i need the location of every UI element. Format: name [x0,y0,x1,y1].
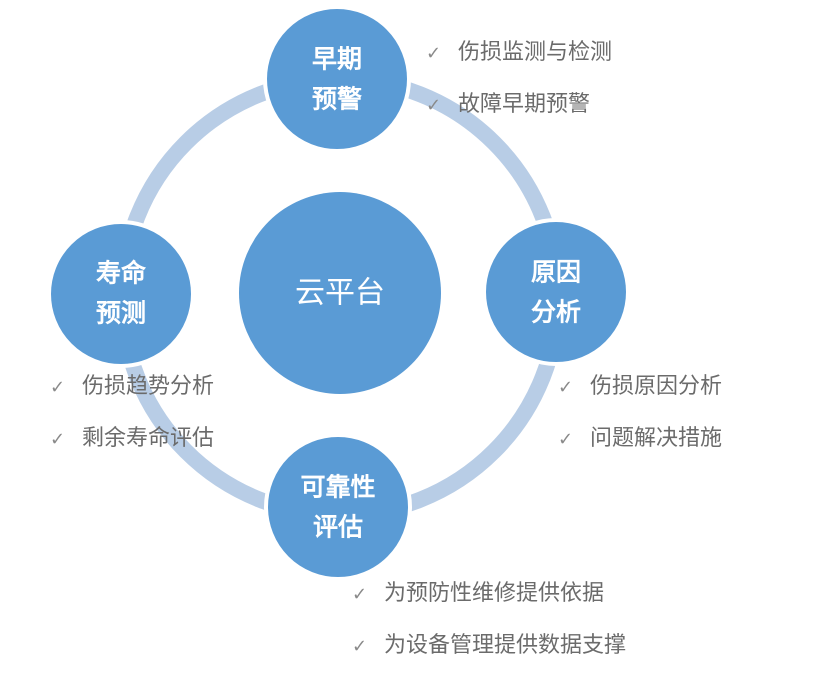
list-item: ✓ 为设备管理提供数据支撑 [352,620,626,672]
node-early-warning-line1: 早期 [312,45,362,74]
node-reliability-assessment-line1: 可靠性 [300,473,375,502]
list-item: ✓ 伤损原因分析 [558,361,722,413]
node-cause-analysis-line1: 原因 [531,258,581,287]
list-item-text: 伤损监测与检测 [458,40,613,65]
check-icon: ✓ [426,43,442,64]
check-icon: ✓ [50,377,66,398]
life-prediction-list: ✓ 伤损趋势分析 ✓ 剩余寿命评估 [50,361,214,465]
list-item-text: 为设备管理提供数据支撑 [384,633,627,658]
reliability-assessment-list: ✓ 为预防性维修提供依据 ✓ 为设备管理提供数据支撑 [352,568,626,672]
node-early-warning: 早期 预警 [263,5,411,153]
node-life-prediction-line1: 寿命 [96,259,147,288]
list-item: ✓ 问题解决措施 [558,413,722,465]
node-early-warning-line2: 预警 [312,85,362,114]
check-icon: ✓ [558,429,574,450]
check-icon: ✓ [558,377,574,398]
node-reliability-assessment-circle [264,433,412,581]
check-icon: ✓ [426,95,442,116]
list-item: ✓ 伤损监测与检测 [426,27,612,79]
center-circle [239,192,441,394]
list-item-text: 为预防性维修提供依据 [384,581,605,606]
list-item: ✓ 为预防性维修提供依据 [352,568,626,620]
node-reliability-assessment-line2: 评估 [313,513,363,542]
early-warning-list: ✓ 伤损监测与检测 ✓ 故障早期预警 [426,27,612,131]
center-label: 云平台 [295,276,385,311]
list-item: ✓ 剩余寿命评估 [50,413,214,465]
node-life-prediction-circle [47,220,195,368]
list-item-text: 问题解决措施 [590,426,723,451]
list-item-text: 故障早期预警 [458,92,591,117]
list-item-text: 伤损趋势分析 [82,374,215,399]
node-reliability-assessment: 可靠性 评估 [264,433,412,581]
node-life-prediction: 寿命 预测 [47,220,195,368]
check-icon: ✓ [352,636,368,657]
center-node: 云平台 [239,192,441,394]
node-life-prediction-line2: 预测 [96,299,146,328]
node-early-warning-circle [263,5,411,153]
cause-analysis-list: ✓ 伤损原因分析 ✓ 问题解决措施 [558,361,722,465]
list-item: ✓ 伤损趋势分析 [50,361,214,413]
node-cause-analysis: 原因 分析 [482,218,630,366]
check-icon: ✓ [50,429,66,450]
node-cause-analysis-circle [482,218,630,366]
check-icon: ✓ [352,584,368,605]
list-item-text: 伤损原因分析 [590,374,723,399]
list-item: ✓ 故障早期预警 [426,79,612,131]
node-cause-analysis-line2: 分析 [531,298,581,327]
list-item-text: 剩余寿命评估 [82,426,215,451]
